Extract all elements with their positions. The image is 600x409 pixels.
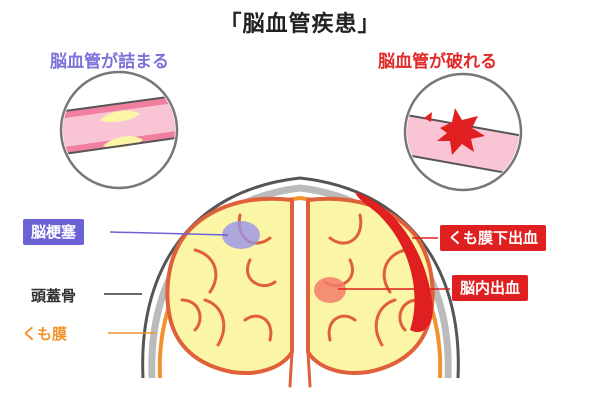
skull-inner	[148, 184, 452, 379]
skull-label: 頭蓋骨	[31, 287, 77, 305]
skull-outline	[141, 176, 460, 379]
intracerebral-hemorrhage	[314, 277, 346, 303]
diagram-title: 「脳血管疾患」	[219, 12, 381, 37]
brain-folds	[180, 213, 420, 388]
subarachnoid-bleed	[355, 192, 433, 333]
subarachnoid-label: くも膜下出血	[440, 225, 547, 251]
intracerebral-label: 脳内出血	[452, 275, 529, 301]
infarction-leader	[109, 231, 229, 236]
blockage-heading: 脳血管が詰まる	[50, 52, 169, 72]
rupture-heading: 脳血管が破れる	[378, 52, 497, 72]
arachnoid-label: くも膜	[22, 325, 68, 343]
ruptured-vessel-inset	[403, 72, 523, 192]
infarction-spot	[222, 221, 260, 249]
clogged-vessel-inset	[59, 70, 179, 190]
infarction-label: 脳梗塞	[23, 219, 85, 245]
